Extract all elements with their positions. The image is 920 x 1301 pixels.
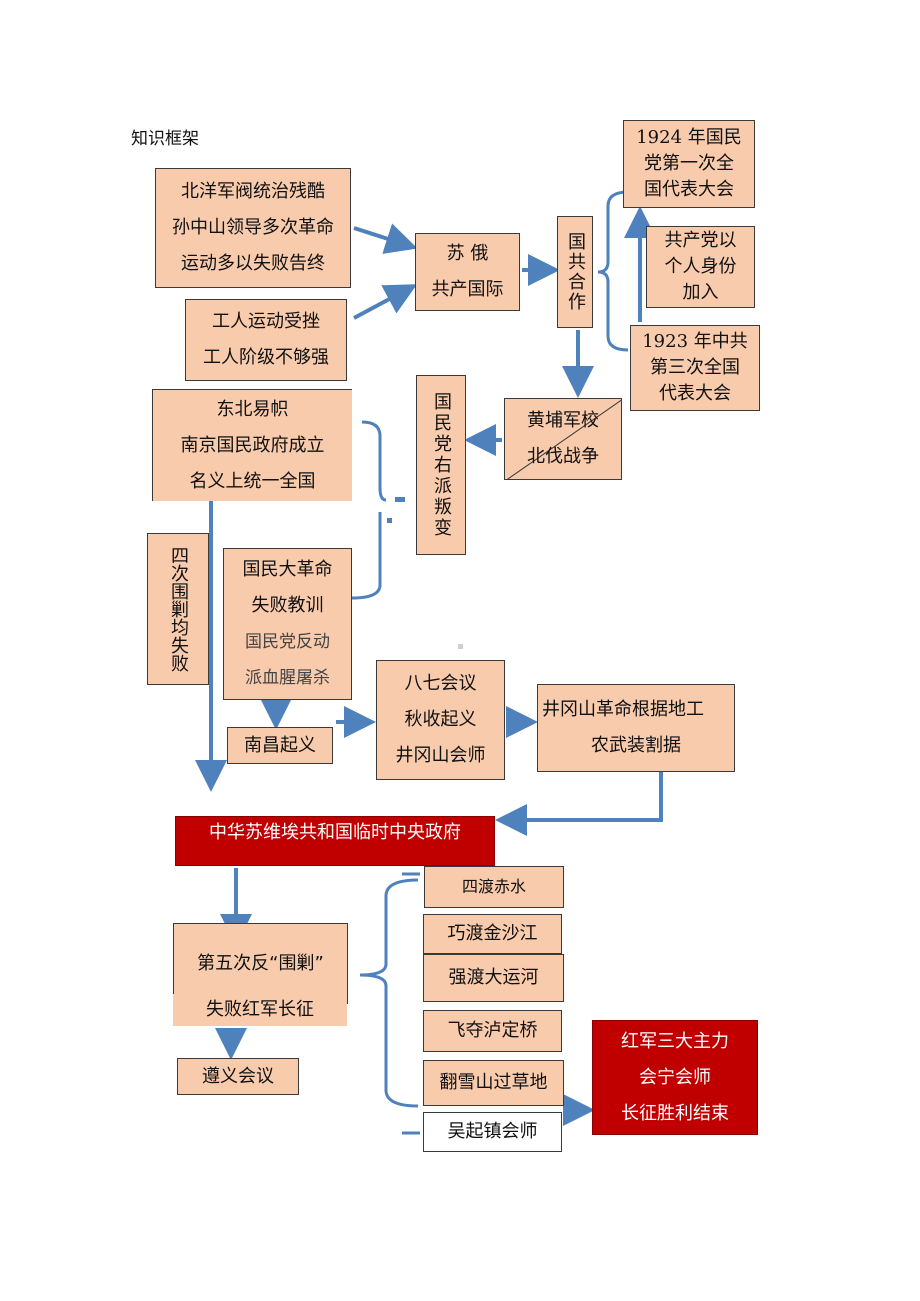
huangpu-line-1: 黄埔军校: [527, 410, 599, 431]
march-step-1: 四渡赤水: [424, 866, 564, 908]
kmt1924-line-2: 党第一次全: [644, 153, 734, 174]
march-step-4: 飞夺泸定桥: [423, 1010, 562, 1052]
arrow-jinggang-to-soviet: [495, 768, 663, 836]
guogong-box: 国共合作: [557, 216, 593, 328]
lesson-box: 国民大革命 失败教训 国民党反动 派血腥屠杀: [223, 548, 352, 700]
cpc-join-line-2: 个人身份: [664, 256, 737, 277]
beiyang-box: 北洋军阀统治残酷 孙中山领导多次革命 运动多以失败告终: [155, 168, 351, 288]
sue-line-2: 共产国际: [431, 279, 504, 300]
baqi-line-2: 秋收起义: [404, 709, 477, 730]
lesson-line-2: 失败教训: [251, 595, 324, 616]
lesson-line-1: 国民大革命: [242, 559, 333, 580]
dongbei-line-1: 东北易帜: [216, 398, 289, 420]
kmt1924-box: 1924 年国民 党第一次全 国代表大会: [623, 120, 755, 208]
worker-box: 工人运动受挫 工人阶级不够强: [185, 299, 347, 381]
dongbei-line-3: 名义上统一全国: [189, 470, 316, 492]
zunyi-box: 遵义会议: [177, 1058, 299, 1095]
sue-line-1: 苏 俄: [446, 243, 489, 264]
sici-box: 四次围剿均失败: [147, 533, 209, 685]
brace-guogong: [597, 190, 629, 352]
cpc1923-box: 1923 年中共 第三次全国 代表大会: [630, 325, 760, 411]
kmt-right-label: 国民党右派叛变: [431, 391, 452, 539]
victory-line-2: 会宁会师: [639, 1066, 711, 1088]
lesson-line-3: 国民党反动: [245, 632, 330, 652]
huangpu-box: 黄埔军校 北伐战争: [504, 398, 622, 480]
march-step-4-label: 飞夺泸定桥: [447, 1020, 538, 1041]
soviet-label: 中华苏维埃共和国临时中央政府: [209, 822, 461, 843]
arrow-worker-to-sue: [353, 284, 418, 320]
beiyang-line-2: 孙中山领导多次革命: [172, 217, 334, 238]
kmt-right-box: 国民党右派叛变: [416, 375, 466, 555]
lesson-line-4: 派血腥屠杀: [245, 668, 330, 688]
cpc-join-box: 共产党以 个人身份 加入: [646, 226, 755, 308]
cpc-join-line-1: 共产党以: [664, 230, 737, 251]
cpc-join-line-3: 加入: [682, 282, 719, 303]
baqi-line-3: 井冈山会师: [395, 745, 486, 766]
brace-right-kmt: [351, 420, 387, 600]
jinggang-box: 井冈山革命根据地工 农武装割据: [537, 684, 735, 772]
fifth-line-1: 第五次反“围剿”: [197, 952, 324, 974]
march-step-6: 吴起镇会师: [423, 1112, 562, 1152]
beiyang-line-3: 运动多以失败告终: [181, 253, 325, 274]
jinggang-line-2: 农武装割据: [591, 735, 681, 756]
fifth-line-2: 失败红军长征: [206, 999, 314, 1020]
sici-label: 四次围剿均失败: [168, 546, 189, 672]
stray-dot: [458, 644, 463, 649]
soviet-box: 中华苏维埃共和国临时中央政府: [175, 816, 495, 866]
jinggang-line-1: 井冈山革命根据地工: [542, 699, 704, 720]
march-step-5: 翻雪山过草地: [423, 1060, 564, 1106]
nanchang-box: 南昌起义: [227, 727, 333, 764]
march-step-1-label: 四渡赤水: [461, 877, 526, 896]
sue-box: 苏 俄 共产国际: [415, 233, 520, 311]
guogong-label: 国共合作: [565, 232, 586, 312]
march-step-3-label: 强渡大运河: [448, 967, 539, 988]
victory-box: 红军三大主力 会宁会师 长征胜利结束: [592, 1020, 758, 1135]
page-title: 知识框架: [131, 129, 199, 149]
arrow-beiyang-to-sue: [353, 223, 418, 254]
dongbei-line-2: 南京国民政府成立: [180, 434, 325, 456]
fifth-box: 第五次反“围剿”: [173, 923, 348, 1004]
march-step-2: 巧渡金沙江: [423, 914, 562, 954]
nanchang-label: 南昌起义: [244, 734, 316, 756]
beiyang-line-1: 北洋军阀统治残酷: [181, 181, 325, 202]
baqi-box: 八七会议 秋收起义 井冈山会师: [376, 660, 505, 780]
cpc1923-line-2: 第三次全国: [650, 357, 740, 378]
cpc1923-line-3: 代表大会: [659, 383, 731, 404]
zunyi-label: 遵义会议: [202, 1065, 274, 1087]
cpc1923-line-1: 1923 年中共: [642, 331, 748, 352]
worker-line-1: 工人运动受挫: [212, 311, 320, 332]
march-step-6-label: 吴起镇会师: [447, 1121, 538, 1142]
huangpu-line-2: 北伐战争: [527, 446, 599, 467]
march-step-5-label: 翻雪山过草地: [439, 1072, 548, 1093]
victory-line-1: 红军三大主力: [621, 1030, 729, 1052]
worker-line-2: 工人阶级不够强: [203, 347, 329, 368]
dongbei-box: 东北易帜 南京国民政府成立 名义上统一全国: [152, 389, 352, 501]
baqi-line-1: 八七会议: [404, 673, 477, 694]
victory-line-3: 长征胜利结束: [621, 1102, 729, 1124]
march-step-2-label: 巧渡金沙江: [447, 923, 538, 944]
brace-march: [359, 878, 419, 1108]
fifth-box-tail: 失败红军长征: [173, 994, 347, 1026]
diagonal-line: [507, 399, 621, 479]
march-step-3: 强渡大运河: [423, 954, 564, 1002]
kmt1924-line-1: 1924 年国民: [636, 127, 742, 148]
kmt1924-line-3: 国代表大会: [644, 179, 734, 200]
